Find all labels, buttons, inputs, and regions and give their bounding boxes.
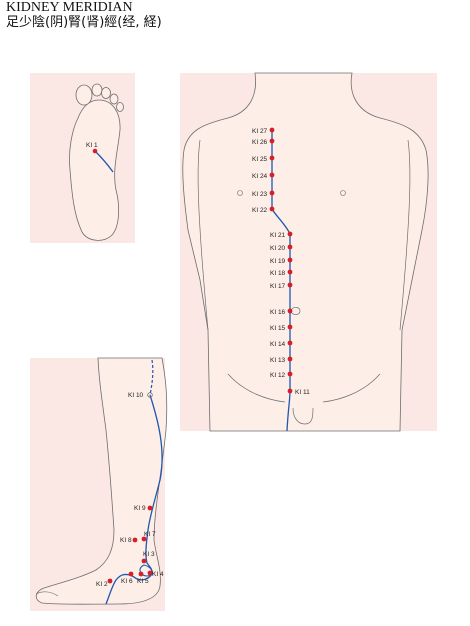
point-ki22 — [269, 206, 275, 212]
sole-outline — [69, 99, 121, 241]
label-ki15: KI 15 — [270, 325, 286, 332]
point-ki8 — [132, 537, 138, 543]
toe-4 — [109, 93, 119, 105]
point-ki4 — [147, 570, 153, 576]
point-ki3 — [141, 558, 147, 564]
point-ki19 — [287, 257, 293, 263]
label-ki3: KI 3 — [143, 551, 155, 558]
label-ki21: KI 21 — [270, 232, 286, 239]
label-ki23: KI 23 — [252, 191, 268, 198]
label-ki19: KI 19 — [270, 258, 286, 265]
label-ki2: KI 2 — [96, 581, 108, 588]
label-ki24: KI 24 — [252, 173, 268, 180]
point-ki14 — [287, 340, 293, 346]
label-ki25: KI 25 — [252, 156, 268, 163]
label-ki20: KI 20 — [270, 245, 286, 252]
right-nipple — [340, 190, 346, 196]
torso-outline — [182, 72, 429, 432]
point-ki7 — [141, 536, 147, 542]
left-nipple — [237, 190, 243, 196]
right-groin-line — [322, 373, 381, 403]
point-ki15 — [287, 324, 293, 330]
label-ki10: KI 10 — [128, 392, 144, 399]
label-ki4: KI 4 — [152, 571, 164, 578]
label-ki11: KI 11 — [295, 389, 310, 396]
label-ki7: KI 7 — [144, 531, 156, 538]
point-ki5 — [138, 571, 144, 577]
label-ki16: KI 16 — [270, 309, 286, 316]
foot-toes-line — [35, 591, 59, 597]
pubic-outline — [292, 407, 314, 425]
label-ki13: KI 13 — [270, 357, 286, 364]
ankle-meridian-loop — [139, 564, 153, 577]
toe-3 — [101, 87, 111, 99]
umbilicus — [290, 307, 301, 315]
leg-panel: KI 10 KI 9 KI 7 KI 8 KI 3 KI 4 KI 5 KI 6… — [30, 357, 168, 611]
toe-2 — [91, 83, 103, 97]
point-ki13 — [287, 356, 293, 362]
point-ki10 — [147, 392, 153, 398]
point-ki20 — [287, 244, 293, 250]
page-subtitle: 足少陰(阴)腎(肾)經(经, 経) — [6, 15, 162, 30]
toe-5 — [116, 102, 124, 112]
label-ki12: KI 12 — [270, 372, 286, 379]
label-ki14: KI 14 — [270, 341, 286, 348]
point-ki26 — [269, 138, 275, 144]
point-ki25 — [269, 155, 275, 161]
point-ki21 — [287, 231, 293, 237]
left-groin-line — [227, 373, 286, 403]
sole-panel: KI 1 — [30, 73, 135, 243]
label-ki22: KI 22 — [252, 207, 268, 214]
torso-right-arm-line — [399, 139, 411, 331]
point-ki17 — [287, 282, 293, 288]
label-ki9: KI 9 — [134, 505, 146, 512]
point-ki24 — [269, 172, 275, 178]
leg-meridian-line — [105, 394, 163, 605]
label-ki18: KI 18 — [270, 270, 286, 277]
point-ki12 — [287, 371, 293, 377]
point-ki6 — [128, 571, 134, 577]
label-ki26: KI 26 — [252, 139, 268, 146]
point-ki23 — [269, 190, 275, 196]
point-ki16 — [287, 308, 293, 314]
point-ki11 — [287, 388, 293, 394]
point-ki18 — [287, 269, 293, 275]
label-ki1: KI 1 — [86, 142, 98, 149]
point-ki2 — [107, 578, 113, 584]
label-ki27: KI 27 — [252, 128, 268, 135]
toe-big — [75, 84, 93, 106]
point-ki27 — [269, 127, 275, 133]
page-title: KIDNEY MERIDIAN — [6, 0, 133, 15]
point-ki1 — [92, 148, 98, 154]
label-ki17: KI 17 — [270, 283, 286, 290]
torso-left-arm-line — [197, 139, 209, 331]
label-ki6: KI 6 — [121, 578, 133, 585]
label-ki5: KI 5 — [137, 578, 149, 585]
sole-meridian-line — [94, 150, 114, 173]
torso-panel: KI 27 KI 26 KI 25 KI 24 KI 23 KI 22 KI 2… — [180, 72, 437, 432]
label-ki8: KI 8 — [120, 537, 132, 544]
point-ki9 — [147, 505, 153, 511]
